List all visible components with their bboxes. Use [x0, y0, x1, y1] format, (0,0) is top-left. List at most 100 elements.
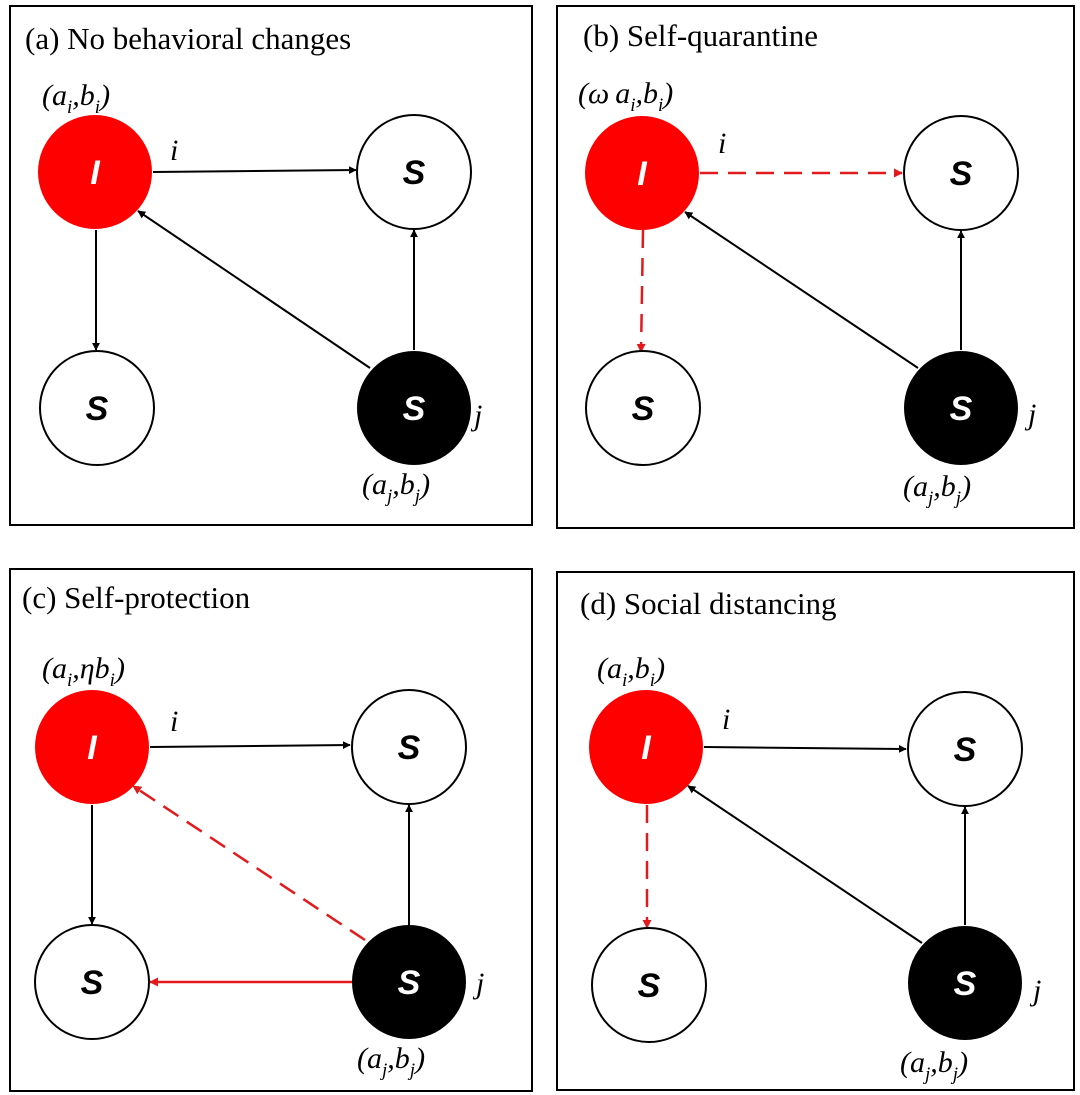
node-j-name: j [1024, 398, 1036, 431]
panel-d-frame [556, 571, 1075, 1091]
paren-close: ) [98, 79, 110, 112]
node-j-params: (aj,bj) [362, 468, 430, 507]
node-i: I [38, 115, 152, 229]
node-i-params: (ai,bi) [42, 79, 110, 118]
comma: , [72, 652, 80, 685]
node-j-label: S [403, 390, 426, 428]
paren-open: ( [42, 652, 54, 685]
panel-c: (c) Self-protection I S S S i j (ai,ηbi) [9, 568, 533, 1092]
edge-i-to-s-bottom [636, 229, 646, 353]
node-j: S [352, 925, 466, 1039]
panel-b-title: (b) Self-quarantine [583, 18, 818, 53]
param-a-sub: j [922, 1064, 930, 1085]
paren-open: ( [900, 1046, 912, 1079]
node-i: I [589, 690, 703, 804]
panel-a-title: (a) No behavioral changes [25, 21, 351, 56]
node-s-top-label: S [398, 729, 421, 767]
node-s-top-circle [907, 691, 1023, 807]
comma: , [930, 1046, 938, 1079]
node-s-bottom-circle [591, 927, 707, 1043]
node-i: I [585, 116, 699, 230]
node-i-params: (ai,ηbi) [42, 652, 125, 691]
param-b: b [400, 468, 415, 501]
node-i-name: i [718, 127, 726, 160]
edge-i-to-s-top [149, 741, 351, 750]
param-a: a [52, 652, 67, 685]
param-b-sub: j [407, 1060, 415, 1081]
param-b-sub: i [110, 670, 115, 691]
edge-i-to-s-top [703, 744, 907, 753]
node-i-label: I [90, 154, 101, 192]
node-s-top: S [351, 689, 467, 805]
node-s-bottom-label: S [632, 390, 655, 428]
node-s-bottom-circle [585, 350, 701, 466]
param-b: b [95, 652, 110, 685]
node-s-top: S [356, 114, 472, 230]
panel-c-frame [9, 568, 533, 1092]
paren-close: ) [113, 652, 125, 685]
param-a-sub: j [379, 1060, 387, 1081]
param-a-sub: j [925, 488, 933, 509]
node-i-name: i [170, 705, 178, 738]
param-b: b [938, 1046, 953, 1079]
node-j-label: S [398, 964, 421, 1002]
edge-j-to-i [684, 211, 919, 369]
node-i-circle [35, 690, 149, 804]
edge-i-to-s-top [152, 166, 357, 175]
param-a: a [607, 652, 622, 685]
param-b: b [643, 77, 658, 110]
node-j-circle [352, 925, 466, 1039]
node-s-bottom-label: S [86, 390, 109, 428]
param-a: a [913, 470, 928, 503]
node-s-bottom: S [39, 350, 155, 466]
paren-close: ) [653, 652, 665, 685]
param-a: a [910, 1046, 925, 1079]
comma: , [627, 652, 635, 685]
node-j-circle [357, 351, 471, 465]
param-b-sub: i [95, 97, 100, 118]
paren-close: ) [661, 77, 673, 110]
node-s-top-label: S [954, 731, 977, 769]
param-a: a [615, 77, 630, 110]
edge-j-to-i [687, 785, 923, 944]
paren-open: ( [357, 1042, 369, 1075]
node-j-params: (aj,bj) [357, 1042, 425, 1081]
edge-j-to-i [132, 784, 366, 942]
panel-d-title: (d) Social distancing [580, 586, 837, 621]
node-i-params: (ai,bi) [597, 652, 665, 691]
comma: , [392, 468, 400, 501]
node-s-top-circle [356, 114, 472, 230]
param-b-sub: j [950, 1064, 958, 1085]
node-i-circle [589, 690, 703, 804]
node-i-label: I [637, 155, 648, 193]
paren-close: ) [959, 470, 971, 503]
paren-close: ) [418, 468, 430, 501]
node-s-top-label: S [950, 155, 973, 193]
node-j: S [357, 351, 471, 465]
node-j: S [908, 926, 1022, 1040]
node-s-bottom: S [591, 927, 707, 1043]
param-a: a [367, 1042, 382, 1075]
param-a-sub: i [630, 95, 635, 116]
node-j-name: j [1029, 974, 1041, 1007]
panel-a: (a) No behavioral changes I S S S i j (a… [9, 5, 533, 526]
paren-open: ( [362, 468, 374, 501]
node-i-circle [38, 115, 152, 229]
node-s-top-circle [351, 689, 467, 805]
node-j-label: S [950, 390, 973, 428]
node-s-top: S [903, 115, 1019, 231]
param-b: b [80, 79, 95, 112]
node-i-circle [585, 116, 699, 230]
paren-open: ( [903, 470, 915, 503]
node-i-name: i [722, 703, 730, 736]
paren-open: ( [597, 652, 609, 685]
node-i: I [35, 690, 149, 804]
node-s-top-circle [903, 115, 1019, 231]
panel-c-title: (c) Self-protection [22, 580, 251, 615]
param-b-sub: i [650, 670, 655, 691]
node-j-params: (aj,bj) [900, 1046, 968, 1085]
node-s-bottom-circle [34, 924, 150, 1040]
param-a-sub: i [67, 97, 72, 118]
